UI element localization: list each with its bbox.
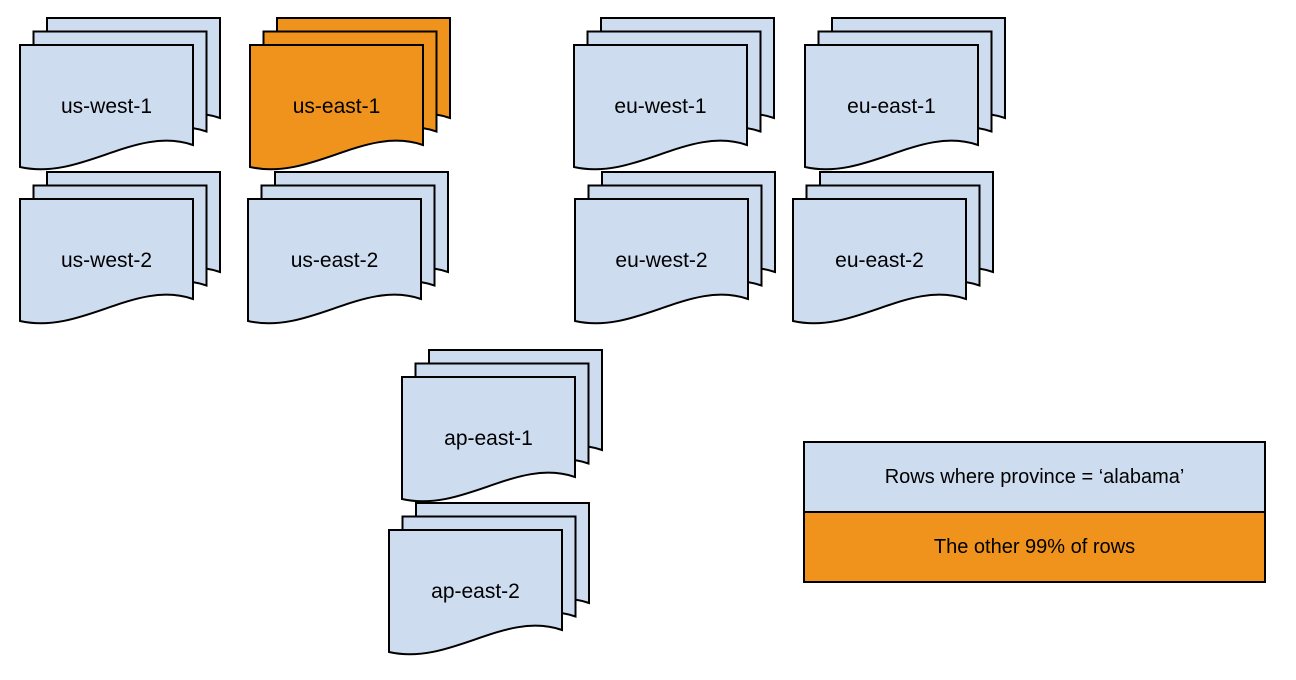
document-page-front <box>401 376 576 503</box>
document-page-front <box>574 198 749 325</box>
document-page-front <box>247 198 422 325</box>
document-stack-eu-west-2: eu-west-2 <box>574 171 776 325</box>
legend-label-other: The other 99% of rows <box>933 535 1136 558</box>
document-stack-us-west-2: us-west-2 <box>19 171 221 325</box>
region-label: us-west-2 <box>61 249 152 272</box>
document-page-front <box>19 198 194 325</box>
document-stack-eu-east-1: eu-east-1 <box>804 17 1006 171</box>
region-label: us-east-1 <box>293 95 381 118</box>
document-stack-us-west-1: us-west-1 <box>19 17 221 171</box>
legend-label-alabama: Rows where province = ‘alabama’ <box>884 465 1185 488</box>
document-stack-ap-east-2: ap-east-2 <box>388 502 590 656</box>
region-label: ap-east-2 <box>431 580 520 603</box>
document-stack-us-east-2: us-east-2 <box>247 171 449 325</box>
region-label: eu-west-1 <box>614 95 706 118</box>
document-page-front <box>804 44 979 171</box>
document-stack-eu-east-2: eu-east-2 <box>792 171 994 325</box>
document-stack-ap-east-1: ap-east-1 <box>401 349 603 503</box>
document-page-front <box>249 44 424 171</box>
region-label: ap-east-1 <box>444 427 533 450</box>
legend-row-other: The other 99% of rows <box>805 513 1264 581</box>
document-page-front <box>573 44 748 171</box>
document-page-front <box>792 198 967 325</box>
region-label: eu-east-2 <box>835 249 924 272</box>
document-stack-us-east-1: us-east-1 <box>249 17 451 171</box>
region-label: us-east-2 <box>291 249 379 272</box>
region-label: us-west-1 <box>61 95 152 118</box>
region-label: eu-west-2 <box>615 249 707 272</box>
document-page-front <box>388 529 563 656</box>
region-label: eu-east-1 <box>847 95 936 118</box>
legend-row-alabama: Rows where province = ‘alabama’ <box>805 443 1264 513</box>
document-stack-eu-west-1: eu-west-1 <box>573 17 775 171</box>
document-page-front <box>19 44 194 171</box>
legend: Rows where province = ‘alabama’ The othe… <box>803 441 1266 583</box>
